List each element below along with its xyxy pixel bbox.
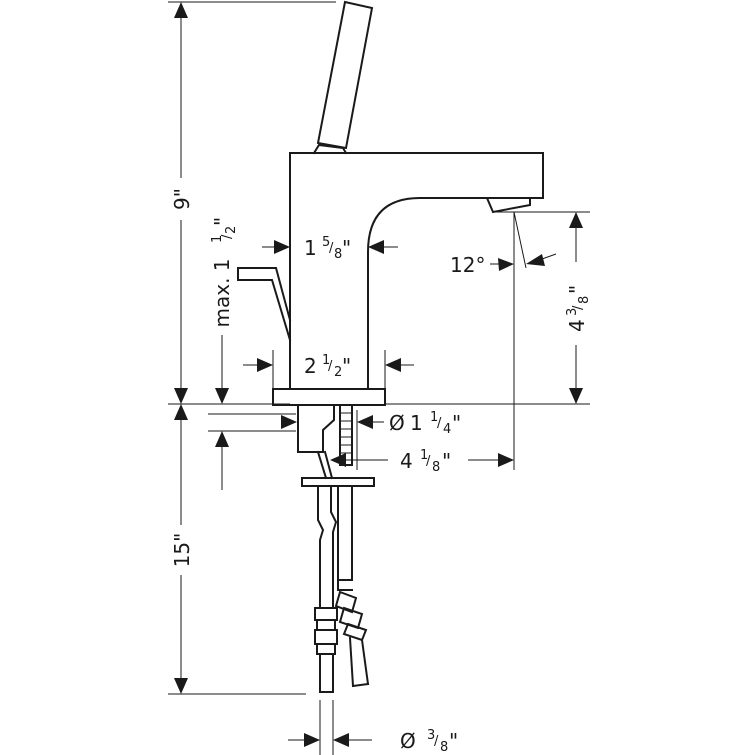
svg-text:": ": [452, 411, 461, 435]
svg-text:1: 1: [430, 410, 438, 425]
dim-deck-thickness: max. 1 1 / 2 ": [210, 217, 239, 328]
svg-text:4: 4: [400, 449, 413, 473]
svg-text:/: /: [426, 454, 431, 469]
svg-text:1: 1: [420, 448, 428, 463]
fitting-left: [314, 607, 338, 693]
svg-text:/: /: [437, 416, 442, 431]
svg-text:Ø: Ø: [389, 411, 405, 435]
svg-text:/: /: [220, 234, 235, 239]
svg-text:8: 8: [334, 247, 342, 262]
dim-spout-gap: 1 5 / 8 ": [304, 235, 351, 262]
svg-text:": ": [342, 236, 351, 260]
svg-text:3: 3: [565, 308, 580, 316]
mounting-nut-plate: [301, 477, 375, 487]
fitting-right: [334, 590, 370, 688]
svg-text:4: 4: [443, 422, 451, 437]
dim-mount-hole: Ø 1 1 / 4 ": [389, 410, 461, 437]
handle-base: [312, 143, 348, 155]
svg-text:1: 1: [304, 236, 317, 260]
svg-text:1: 1: [322, 353, 330, 368]
svg-text:2: 2: [304, 354, 317, 378]
lever-handle: [316, 0, 374, 150]
svg-text:Ø: Ø: [400, 729, 416, 753]
dim-spout-height: 4 3 / 8 ": [565, 285, 592, 332]
drain-rod-top: [237, 267, 292, 322]
aerator: [485, 197, 531, 214]
svg-text:/: /: [434, 734, 439, 749]
svg-text:/: /: [328, 359, 333, 374]
svg-text:3: 3: [427, 728, 435, 743]
svg-text:/: /: [571, 305, 586, 310]
dim-spout-reach: 4 1 / 8 ": [400, 448, 451, 475]
faucet-body: [289, 152, 544, 389]
dimension-lines: [168, 1, 590, 755]
svg-text:2: 2: [334, 365, 342, 380]
svg-text:max. 1: max. 1: [210, 258, 234, 327]
svg-text:": ": [565, 285, 589, 294]
svg-text:5: 5: [322, 235, 330, 250]
svg-text:15": 15": [170, 533, 194, 568]
svg-text:4: 4: [565, 319, 589, 332]
svg-text:": ": [342, 354, 351, 378]
dim-overall-height-top: 9": [170, 188, 194, 210]
dim-body-width: 2 1 / 2 ": [304, 353, 351, 380]
svg-text:1: 1: [210, 235, 225, 243]
svg-text:": ": [449, 729, 458, 753]
svg-text:8: 8: [577, 296, 592, 304]
svg-text:1: 1: [410, 411, 423, 435]
dim-overall-height-bottom: 15": [170, 533, 194, 568]
svg-text:2: 2: [224, 226, 239, 234]
supply-hose-right: [337, 485, 353, 591]
drain-rod: [237, 267, 292, 342]
mounting-shank: [297, 404, 335, 453]
dim-supply-line: Ø 3 / 8 ": [400, 728, 458, 755]
svg-text:8: 8: [432, 460, 440, 475]
svg-text:": ": [210, 217, 234, 226]
supply-hose-left: [317, 485, 338, 609]
base-plate: [272, 388, 386, 406]
svg-text:9": 9": [170, 188, 194, 210]
svg-text:": ": [442, 449, 451, 473]
faucet-outline: [237, 0, 544, 693]
svg-text:/: /: [329, 241, 334, 256]
dim-spout-angle: 12°: [450, 253, 485, 277]
svg-text:8: 8: [440, 740, 448, 755]
